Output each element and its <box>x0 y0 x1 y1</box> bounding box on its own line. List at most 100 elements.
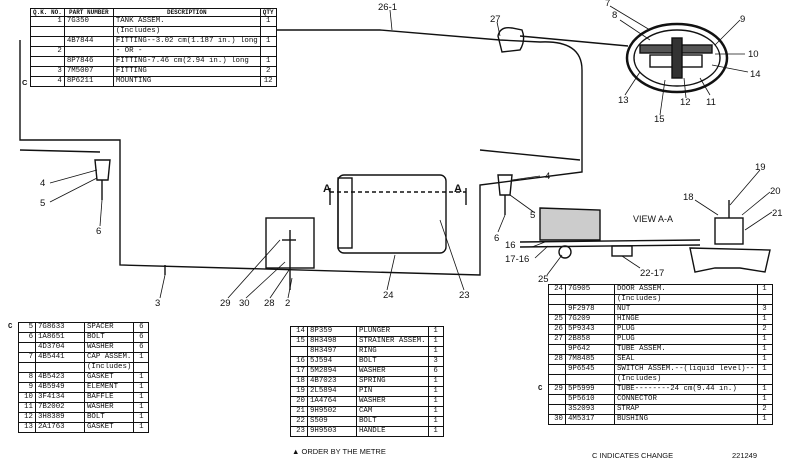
cell-no: 20 <box>290 396 308 407</box>
cell-mark <box>536 295 549 305</box>
cell-mark <box>536 345 549 355</box>
cell-part <box>565 374 615 385</box>
cell-mark <box>6 413 19 423</box>
cell-qty: 1 <box>133 402 150 413</box>
cell-part: 7G905 <box>565 284 615 295</box>
cell-qty: 1 <box>756 284 773 295</box>
cell-desc: MOUNTING <box>112 76 261 87</box>
cell-part: 4D3704 <box>35 342 85 353</box>
cell-no <box>548 394 566 405</box>
cell-desc: CAP ASSEM. <box>83 352 135 363</box>
cell-mark <box>536 285 549 295</box>
callout-28: 28 <box>264 298 275 309</box>
table-row: (Includes) <box>536 294 773 305</box>
cell-desc: BOLT <box>83 412 135 423</box>
cell-no: 29 <box>548 384 566 395</box>
cell-desc: WASHER <box>83 342 135 353</box>
cell-part: 9H9503 <box>307 426 357 437</box>
cell-part: 7G350 <box>63 16 114 27</box>
cell-part: 4B7844 <box>63 36 114 47</box>
cell-desc: BOLT <box>83 332 135 343</box>
cell-qty: 1 <box>259 56 277 67</box>
cell-mark <box>536 335 549 345</box>
table-row: (Includes) <box>6 362 150 373</box>
cell-desc: WASHER <box>356 396 429 407</box>
filler-neck <box>497 26 525 53</box>
cell-part: 1A8651 <box>35 332 85 343</box>
cell-desc: FITTING <box>112 66 261 77</box>
callout-10: 10 <box>748 49 759 60</box>
cell-desc: PLUG <box>614 324 758 335</box>
callout-11: 11 <box>706 97 716 108</box>
cell-desc: RING <box>356 346 429 357</box>
cell-part: 8P359 <box>307 326 357 337</box>
cell-qty: 1 <box>133 352 150 363</box>
cell-no <box>30 26 65 37</box>
cell-no: 19 <box>290 386 308 397</box>
cell-qty: 6 <box>427 366 444 377</box>
callout-6-right: 6 <box>494 233 499 244</box>
cell-qty: 3 <box>427 356 444 367</box>
callout-17-16: 17-16 <box>505 254 529 265</box>
cell-part: 2L5894 <box>307 386 357 397</box>
cell-mark: C <box>538 384 543 393</box>
cell-qty: 1 <box>427 376 444 387</box>
cell-desc: NUT <box>614 304 758 315</box>
cell-qty: 1 <box>427 346 444 357</box>
cell-no: 1 <box>30 16 65 27</box>
cell-no: 15 <box>290 336 308 347</box>
cell-qty <box>133 362 150 373</box>
cell-desc: SPRING <box>356 376 429 387</box>
cell-part: 2B858 <box>565 334 615 345</box>
section-a-left: A <box>323 183 331 195</box>
cell-part: 7M8485 <box>565 354 615 365</box>
tank-outline <box>19 29 583 276</box>
cell-desc: HINGE <box>614 314 758 325</box>
cell-part: 9H9502 <box>307 406 357 417</box>
col-part: PART NUMBER <box>63 8 114 17</box>
cell-no <box>548 364 566 375</box>
mount-left <box>94 159 111 181</box>
side-change-mark: C <box>22 78 28 87</box>
callout-20: 20 <box>770 186 781 197</box>
callout-19: 19 <box>755 162 766 173</box>
callout-24: 24 <box>383 290 394 301</box>
cell-no: 4 <box>30 76 65 87</box>
cell-no: 9 <box>18 382 36 393</box>
cell-mark <box>536 375 549 385</box>
cell-part: 8H3498 <box>307 336 357 347</box>
cell-part: S509 <box>307 416 357 427</box>
cell-part: 7G8633 <box>35 322 85 333</box>
figure-number: 221249 <box>732 451 758 460</box>
callout-22-17: 22-17 <box>640 268 664 279</box>
cell-mark <box>536 315 549 325</box>
cell-desc: CAM <box>356 406 429 417</box>
cell-no <box>548 344 566 355</box>
cell-mark <box>6 333 19 343</box>
cell-mark <box>536 405 549 415</box>
cell-part: 8H3497 <box>307 346 357 357</box>
cell-no: 12 <box>18 412 36 423</box>
cell-part: 7M5007 <box>63 66 114 77</box>
cell-part: 4M5317 <box>565 414 615 425</box>
cell-part <box>63 26 114 37</box>
callout-21: 21 <box>772 208 783 219</box>
cell-no: 23 <box>290 426 308 437</box>
cell-desc: BUSHING <box>614 414 758 425</box>
